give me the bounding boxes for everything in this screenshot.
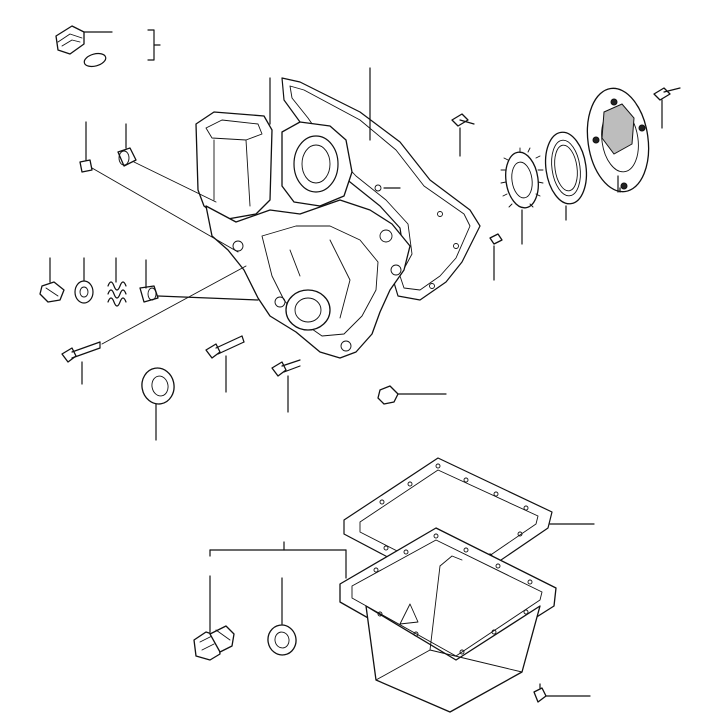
relief-valve-plug	[39, 257, 65, 303]
bolt-e	[271, 359, 301, 413]
oil-seal	[141, 367, 175, 441]
washer	[74, 257, 94, 304]
plug	[377, 385, 447, 405]
dowel-pin	[79, 121, 239, 253]
long-bolt	[61, 265, 247, 385]
idler-gear	[500, 147, 544, 245]
gear-case	[195, 77, 411, 359]
bolt-d	[205, 335, 245, 393]
spring	[107, 257, 127, 307]
sleeve	[117, 123, 217, 203]
oil-pan-gasket	[343, 457, 595, 593]
drain-washer	[267, 577, 297, 656]
cap-bracket	[147, 29, 161, 61]
drain-bracket	[209, 541, 347, 579]
oil-pan	[339, 527, 557, 713]
bolt-a	[451, 113, 475, 157]
drain-plug	[193, 575, 235, 661]
bearing-ring	[544, 131, 588, 221]
o-ring	[83, 52, 107, 68]
bolt-c	[489, 233, 503, 281]
bolt-b	[653, 87, 681, 129]
relief-valve	[139, 259, 259, 303]
oil-filler-cap	[55, 25, 113, 55]
oil-pump-cover	[586, 87, 650, 193]
pan-bolt	[533, 683, 591, 703]
